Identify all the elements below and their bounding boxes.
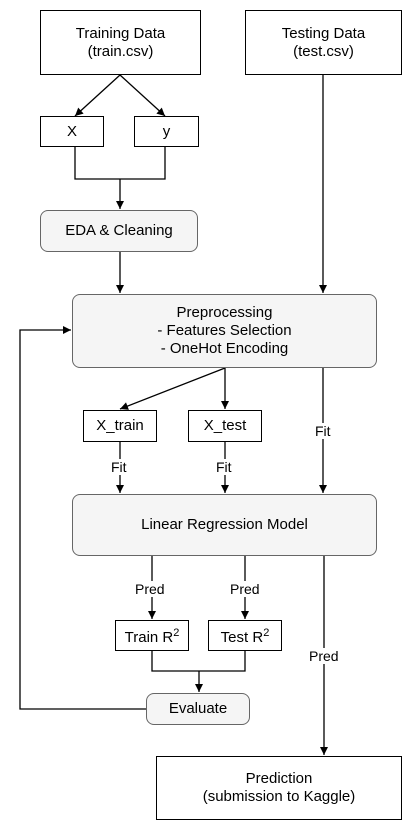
preprocessing-title: Preprocessing <box>176 304 273 321</box>
evaluate-label: Evaluate <box>168 700 228 717</box>
x-label: X <box>66 122 77 140</box>
edge-preprocessing-to-xtrain <box>119 367 226 410</box>
edge-label-pred-right: Pred <box>308 648 340 664</box>
eda-cleaning-node: EDA & Cleaning <box>40 210 198 252</box>
edge-testr2-merge <box>199 651 246 672</box>
edge-label-fit-mid: Fit <box>215 459 233 475</box>
y-node: y <box>134 116 199 147</box>
y-label: y <box>162 122 171 140</box>
testing-data-file: (test.csv) <box>293 42 354 60</box>
preprocessing-step-onehot: - OneHot Encoding <box>160 340 289 357</box>
linear-regression-model-node: Linear Regression Model <box>72 494 377 556</box>
edge-label-fit-right: Fit <box>314 423 332 439</box>
training-data-node: Training Data (train.csv) <box>40 10 201 75</box>
prediction-title: Prediction <box>245 770 313 787</box>
train-r2-text: Train R <box>124 629 174 646</box>
prediction-target: (submission to Kaggle) <box>202 788 356 805</box>
edge-label-fit-left: Fit <box>110 459 128 475</box>
evaluate-node: Evaluate <box>146 693 250 725</box>
x-test-label: X_test <box>203 417 247 434</box>
training-data-file: (train.csv) <box>87 42 154 60</box>
preprocessing-step-features: - Features Selection <box>157 322 292 339</box>
edge-y-merge <box>120 147 166 180</box>
train-r2-label: Train R2 <box>125 624 180 647</box>
testing-data-title: Testing Data <box>281 24 366 42</box>
edge-evaluate-loop <box>19 326 146 710</box>
x-train-node: X_train <box>83 410 157 442</box>
x-node: X <box>40 116 104 147</box>
edge-training-to-y <box>119 74 166 117</box>
train-r2-superscript: 2 <box>173 627 180 639</box>
edge-trainr2-merge <box>151 651 199 672</box>
eda-cleaning-label: EDA & Cleaning <box>65 222 173 239</box>
test-r2-superscript: 2 <box>263 627 270 639</box>
edge-label-pred-left: Pred <box>134 581 166 597</box>
test-r2-text: Test R <box>220 629 264 646</box>
test-r2-label: Test R2 <box>221 624 270 647</box>
preprocessing-node: Preprocessing - Features Selection - One… <box>72 294 377 368</box>
testing-data-node: Testing Data (test.csv) <box>245 10 402 75</box>
x-test-node: X_test <box>188 410 262 442</box>
x-train-label: X_train <box>96 417 144 434</box>
train-r2-node: Train R2 <box>115 620 189 651</box>
edge-x-merge <box>74 147 120 180</box>
training-data-title: Training Data <box>75 24 166 42</box>
edge-training-to-x <box>74 74 121 117</box>
edge-label-pred-mid: Pred <box>229 581 261 597</box>
linear-regression-model-label: Linear Regression Model <box>141 516 308 533</box>
prediction-node: Prediction (submission to Kaggle) <box>156 756 402 820</box>
test-r2-node: Test R2 <box>208 620 282 651</box>
